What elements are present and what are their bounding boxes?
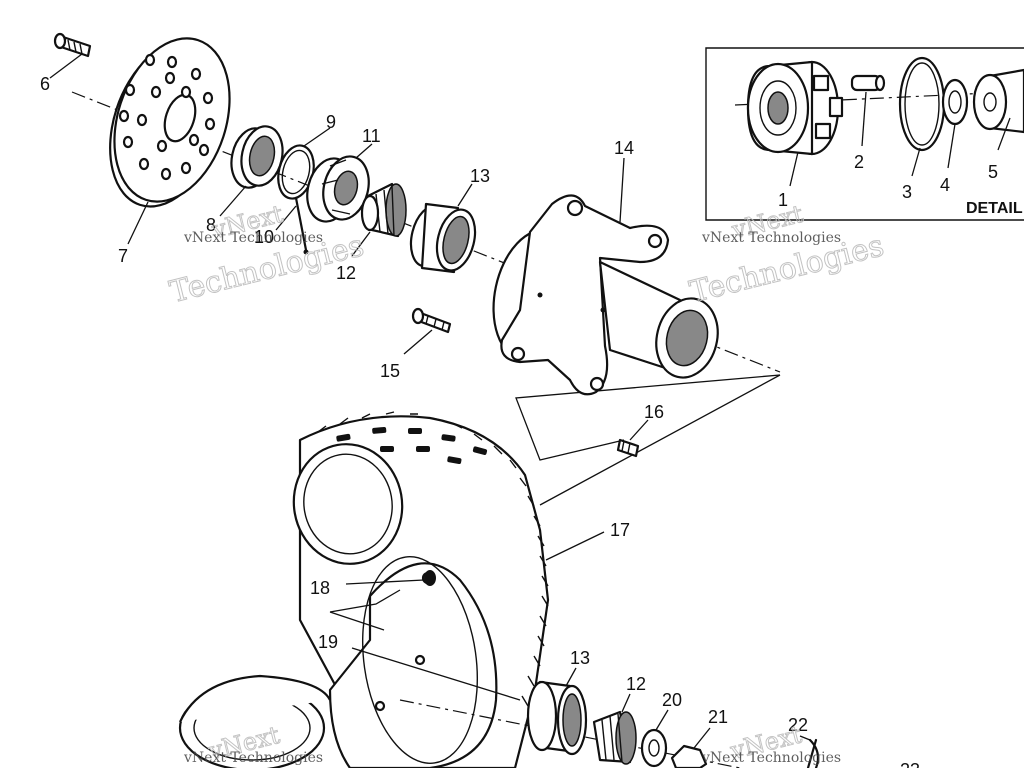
callout-9: 9	[326, 112, 336, 132]
part-7-brake-disc	[109, 37, 231, 208]
part-13b-bearing-cup	[526, 680, 588, 756]
watermark-caption-4: vNext Technologies	[701, 750, 841, 766]
callout-1: 1	[778, 190, 788, 210]
callout-20: 20	[662, 690, 682, 710]
watermark-caption-2: vNext Technologies	[701, 230, 841, 246]
detail-part-5	[972, 68, 1024, 134]
part-8-seal	[230, 125, 284, 189]
callout-2: 2	[854, 152, 864, 172]
detail-inset: DETAIL	[705, 47, 1024, 221]
part-22-cotter-pin	[806, 738, 820, 768]
callout-16: 16	[644, 402, 664, 422]
callout-12: 12	[336, 263, 356, 283]
callout-7: 7	[118, 246, 128, 266]
callout-17: 17	[610, 520, 630, 540]
part-14-hub	[492, 194, 719, 396]
detail-part-1	[746, 60, 844, 156]
detail-part-2	[850, 74, 886, 92]
callout-13b: 13	[570, 648, 590, 668]
watermark-caption-1: vNext Technologies	[183, 230, 323, 246]
callout-12b: 12	[626, 674, 646, 694]
detail-part-4	[941, 78, 969, 126]
watermark-caption-3: vNext Technologies	[183, 750, 323, 766]
part-6-bolt	[53, 32, 92, 58]
callout-14: 14	[614, 138, 634, 158]
callout-5: 5	[988, 162, 998, 182]
part-16-set-screw	[616, 438, 640, 458]
callout-8: 8	[206, 215, 216, 235]
part-10-pin	[294, 196, 309, 255]
callout-19: 19	[318, 632, 338, 652]
callout-3: 3	[902, 182, 912, 202]
assembly-bracket	[515, 374, 781, 461]
assembly-line	[539, 374, 781, 506]
part-18-valve-stem	[424, 570, 436, 586]
callout-18: 18	[310, 578, 330, 598]
callout-13: 13	[470, 166, 490, 186]
detail-label: DETAIL	[966, 200, 1023, 217]
part-12-bearing-cone	[360, 182, 407, 238]
callout-22: 22	[788, 715, 808, 735]
callout-10: 10	[254, 227, 274, 247]
detail-part-3	[898, 56, 946, 152]
callout-11: 11	[362, 126, 381, 146]
callout-4: 4	[940, 175, 950, 195]
callout-15: 15	[380, 361, 400, 381]
callout-6: 6	[40, 74, 50, 94]
callout-23: 23	[900, 760, 920, 768]
part-15-bolt	[411, 307, 452, 334]
detail-frame	[705, 47, 1024, 221]
callout-21: 21	[708, 707, 728, 727]
part-13-bearing-cup	[409, 202, 477, 274]
part-12b-bearing-cone	[592, 710, 637, 765]
part-11-spline-hub	[306, 155, 370, 223]
part-21-nut	[670, 744, 708, 768]
part-20-washer	[640, 728, 668, 768]
